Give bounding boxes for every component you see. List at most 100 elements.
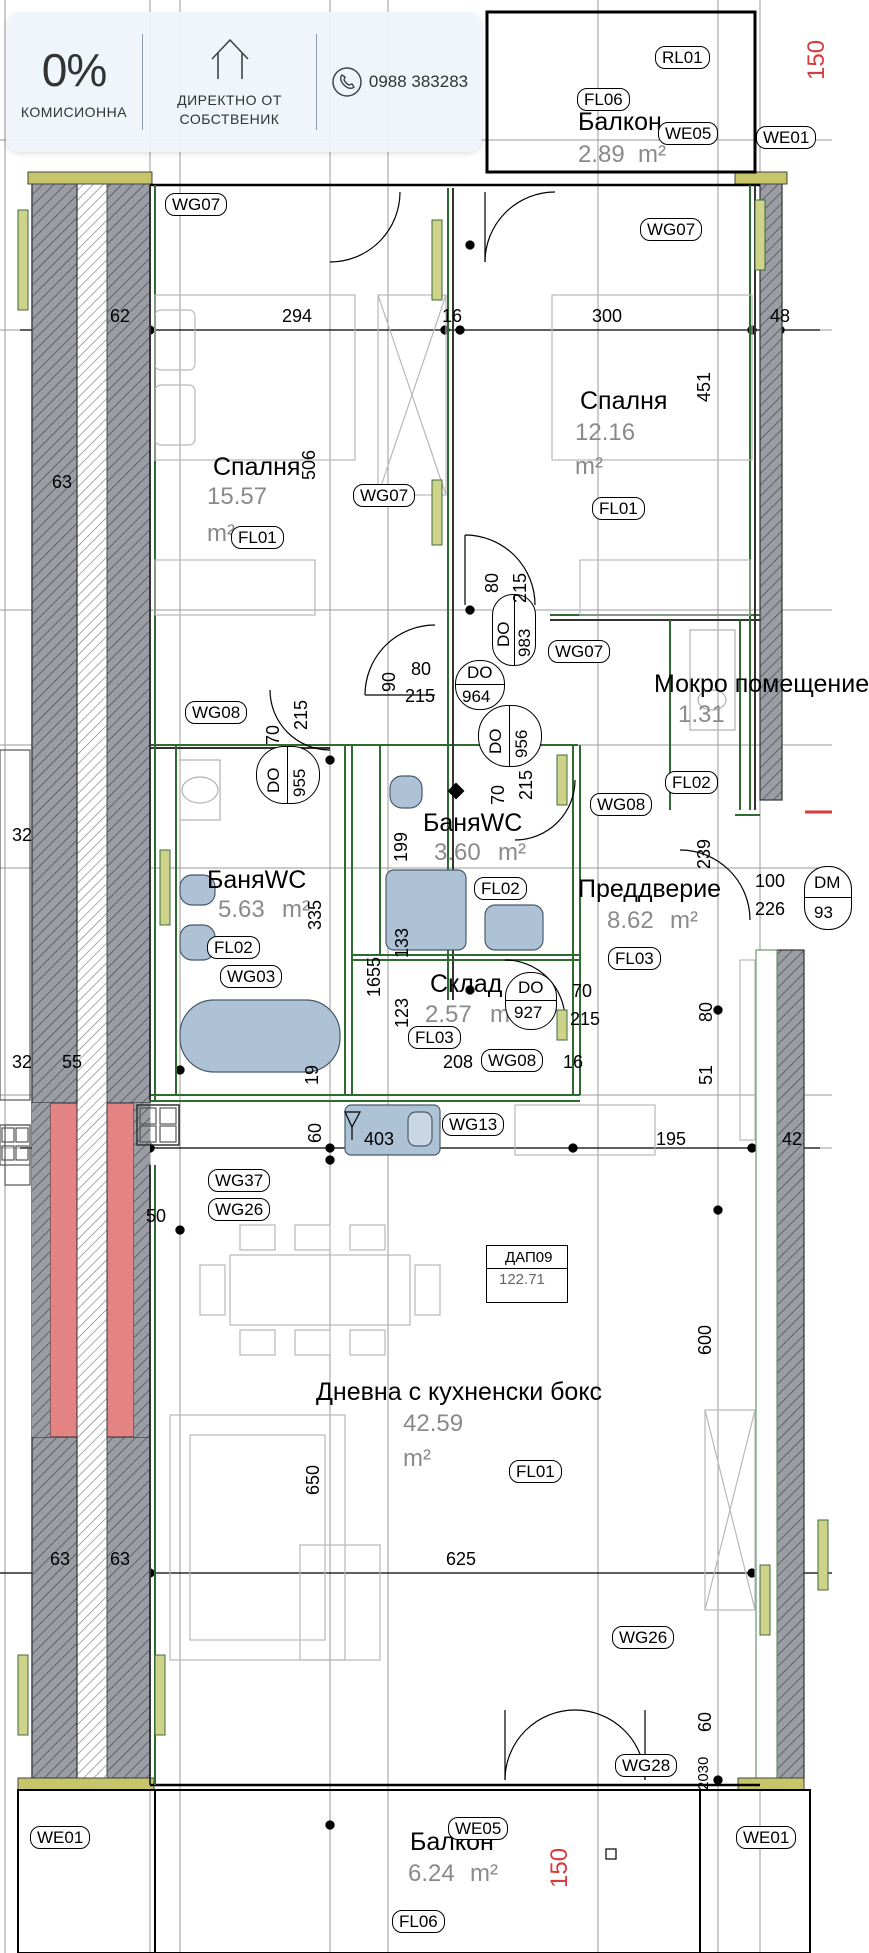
dim-19: 19 [302, 1064, 322, 1085]
banner-separator [316, 34, 317, 130]
dim-150-top: 150 [803, 39, 830, 80]
phone-number[interactable]: 0988 383283 [368, 72, 469, 91]
dim-48: 48 [770, 306, 791, 326]
dim-42: 42 [782, 1129, 803, 1149]
dim-294: 294 [282, 306, 313, 326]
dim-600: 600 [695, 1324, 715, 1355]
dim-199: 199 [391, 831, 411, 862]
tag-we05-top: WE05 [658, 122, 719, 145]
tag-fl02-a: FL02 [207, 936, 260, 959]
dim-2030: 2030 [695, 1756, 712, 1790]
room-name-laundry: Мокро помещение [654, 670, 869, 698]
banner-separator [142, 34, 143, 130]
tag-we05-bottom: WE05 [448, 1817, 509, 1840]
dim-60b: 60 [695, 1711, 715, 1732]
door-code: DO [518, 978, 544, 997]
door-tag-927: DO 927 [505, 972, 557, 1030]
dim-70c: 70 [572, 981, 593, 1001]
room-area-bath1: 5.63 [218, 896, 265, 923]
dim-16b: 16 [563, 1052, 584, 1072]
tag-wg07-d: WG07 [548, 640, 611, 663]
door-number: 983 [515, 628, 534, 657]
tag-wg07-b: WG07 [640, 218, 703, 241]
door-code: DO [486, 728, 505, 755]
commission-label: КОМИСИОННА [20, 103, 128, 120]
bath-fixtures [179, 775, 544, 1156]
room-name-bath1: БаняWC [207, 866, 307, 894]
dim-506: 506 [299, 449, 319, 480]
commission-block: 0% КОМИСИОННА [6, 12, 142, 152]
dim-133: 133 [392, 927, 412, 958]
door-tag-983: DO 983 [492, 594, 536, 666]
radiators [17, 199, 829, 1736]
tag-fl02-c: FL02 [665, 771, 718, 794]
door-swings [269, 191, 751, 1781]
tag-wg13: WG13 [442, 1113, 505, 1136]
tag-wg26-a: WG26 [208, 1198, 271, 1221]
dim-208: 208 [443, 1052, 474, 1072]
dim-55: 55 [62, 1052, 83, 1072]
dim-62: 62 [110, 306, 131, 326]
door-code: DO [467, 663, 493, 682]
dim-63b: 63 [50, 1549, 71, 1569]
dim-32b: 32 [12, 1052, 33, 1072]
tag-wg08-c: WG08 [481, 1049, 544, 1072]
dm-label: DM [814, 873, 841, 892]
dim-226: 226 [755, 899, 786, 919]
room-unit-bedroom1: m² [207, 520, 235, 547]
tag-wg07-c: WG07 [353, 484, 416, 507]
dim-215c: 215 [291, 699, 311, 730]
dim-215d: 215 [516, 769, 536, 800]
room-area-hall: 8.62 [607, 907, 654, 934]
room-unit-bath2: m² [498, 839, 526, 866]
dm-marker: DM 93 [804, 866, 852, 930]
door-number: 964 [462, 687, 491, 706]
door-tag-956: DO 956 [478, 705, 542, 767]
dim-16: 16 [442, 306, 463, 326]
dim-51: 51 [696, 1064, 716, 1085]
left-wall [31, 177, 151, 1779]
floor-plan [0, 0, 832, 1953]
dim-150-bottom: 150 [546, 1847, 573, 1888]
tag-fl01-a: FL01 [231, 526, 284, 549]
dim-80b: 80 [411, 659, 432, 679]
dim-239: 239 [694, 838, 714, 869]
left-outside [0, 749, 180, 1186]
dap09-box: ДАП09 122.71 [486, 1245, 568, 1303]
dim-403: 403 [364, 1129, 395, 1149]
tag-wg07-a: WG07 [165, 193, 228, 216]
dim-80a: 80 [482, 572, 502, 593]
dim-215b: 215 [405, 686, 436, 706]
room-area-laundry: 1.31 [678, 701, 725, 728]
room-area-living: 42.59 [403, 1410, 464, 1437]
room-name-storage: Склад [430, 970, 503, 998]
room-area-balcony-top: 2.89 [578, 141, 625, 168]
dim-63a: 63 [52, 472, 73, 492]
dap09-label: ДАП09 [505, 1249, 553, 1266]
dim-60a: 60 [305, 1122, 325, 1143]
phone-block[interactable]: 0988 383283 [317, 12, 482, 152]
tag-wg28: WG28 [615, 1754, 678, 1777]
dim-215a: 215 [510, 572, 530, 603]
tag-wg26-b: WG26 [612, 1626, 675, 1649]
dim-300: 300 [592, 306, 623, 326]
direct-owner-block: ДИРЕКТНО ОТ СОБСТВЕНИК [143, 12, 316, 152]
dim-123: 123 [392, 997, 412, 1028]
room-name-living: Дневна с кухненски бокс [316, 1378, 603, 1406]
tag-wg08-a: WG08 [185, 701, 248, 724]
room-unit-bath1: m² [282, 896, 310, 923]
tag-we01-top-right: WE01 [756, 126, 817, 149]
room-name-bedroom1: Спалня [213, 453, 301, 481]
door-number: 927 [514, 1003, 543, 1022]
drain-marker [605, 1848, 617, 1860]
tag-rl01: RL01 [655, 46, 710, 69]
right-wall [755, 179, 805, 1781]
wall-caps [17, 171, 805, 1791]
room-name-bedroom2: Спалня [580, 387, 668, 415]
room-area-bath2: 3.60 [434, 839, 481, 866]
dm-value: 93 [814, 903, 833, 922]
dap09-value: 122.71 [499, 1271, 545, 1288]
tag-fl03-b: FL03 [608, 947, 661, 970]
tag-wg37: WG37 [208, 1169, 271, 1192]
tag-fl06-top: FL06 [577, 88, 630, 111]
